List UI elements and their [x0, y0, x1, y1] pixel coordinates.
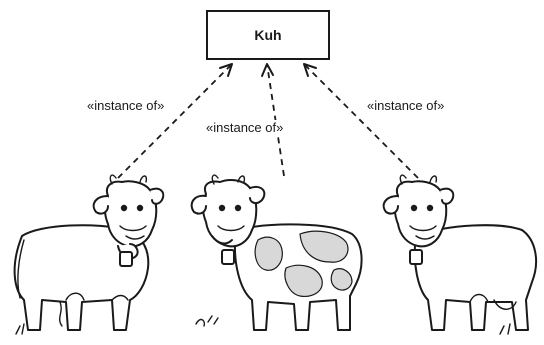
instance-of-label-left: «instance of»	[86, 98, 165, 113]
class-name: Kuh	[254, 27, 281, 43]
cow-illustration-right	[384, 175, 536, 334]
instance-of-label-right: «instance of»	[366, 98, 445, 113]
cow-illustration-middle	[192, 175, 362, 330]
instance-of-label-middle: «instance of»	[205, 120, 284, 135]
class-box-kuh: Kuh	[206, 10, 330, 60]
instance-arrow-right	[304, 64, 418, 178]
cow-illustration-left	[15, 175, 164, 334]
